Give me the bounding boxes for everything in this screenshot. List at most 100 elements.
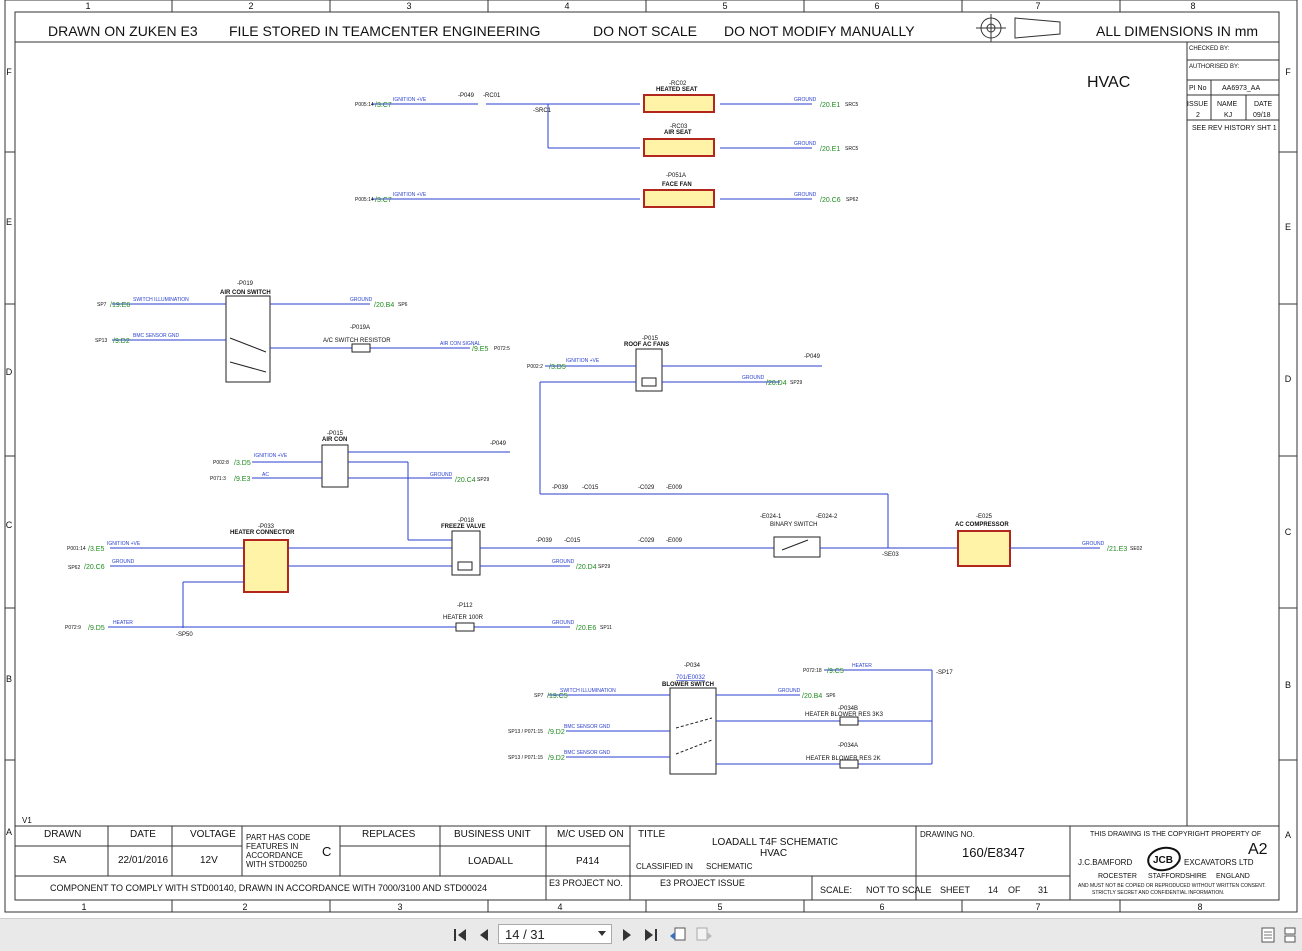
- previous-page-button[interactable]: [474, 925, 494, 945]
- svg-text:8: 8: [1190, 1, 1195, 11]
- svg-text:HEATER: HEATER: [113, 620, 133, 626]
- svg-text:P002:2: P002:2: [527, 364, 543, 370]
- svg-text:IGNITION +VE: IGNITION +VE: [393, 192, 427, 198]
- svg-text:GROUND: GROUND: [1082, 541, 1105, 547]
- svg-text:/9.E5: /9.E5: [472, 346, 488, 353]
- chevron-down-icon: [598, 931, 606, 936]
- svg-text:/9.D2: /9.D2: [113, 338, 130, 345]
- svg-text:F: F: [6, 67, 12, 77]
- svg-text:V1: V1: [22, 816, 32, 825]
- svg-text:REPLACES: REPLACES: [362, 829, 416, 840]
- go-back-view-button[interactable]: [668, 925, 688, 945]
- svg-text:/3.C7: /3.C7: [375, 102, 392, 109]
- continuous-page-icon: [1284, 927, 1296, 943]
- svg-text:/19.C5: /19.C5: [547, 693, 568, 700]
- svg-text:SP6: SP6: [826, 693, 836, 699]
- svg-text:D: D: [1285, 374, 1292, 384]
- svg-text:F: F: [1285, 67, 1291, 77]
- svg-text:-P034: -P034: [684, 663, 701, 669]
- svg-text:4: 4: [557, 902, 562, 912]
- svg-text:C: C: [6, 520, 13, 530]
- svg-text:P002:8: P002:8: [213, 460, 229, 466]
- air-con-switch-label: AIR CON SWITCH: [220, 290, 271, 296]
- revision-box: CHECKED BY: AUTHORISED BY: PI No AA6973_…: [1187, 46, 1279, 132]
- header-dimensions: ALL DIMENSIONS IN mm: [1096, 23, 1258, 39]
- svg-text:GROUND: GROUND: [552, 559, 575, 565]
- svg-text:SWITCH ILLUMINATION: SWITCH ILLUMINATION: [560, 688, 616, 694]
- svg-text:STRICTLY SECRET AND CONFIDENTI: STRICTLY SECRET AND CONFIDENTIAL INFORMA…: [1092, 890, 1224, 896]
- continuous-view-button[interactable]: [1280, 925, 1300, 945]
- svg-text:B: B: [1285, 680, 1291, 690]
- single-page-view-button[interactable]: [1258, 925, 1278, 945]
- svg-text:CHECKED BY:: CHECKED BY:: [1189, 46, 1230, 52]
- svg-text:22/01/2016: 22/01/2016: [118, 855, 168, 866]
- header-no-scale: DO NOT SCALE: [593, 23, 697, 39]
- svg-text:C: C: [1285, 527, 1292, 537]
- svg-text:/9.D2: /9.D2: [548, 755, 565, 762]
- ac-compressor-label: AC COMPRESSOR: [955, 522, 1009, 528]
- svg-text:GROUND: GROUND: [794, 192, 817, 198]
- next-page-button[interactable]: [617, 925, 637, 945]
- first-page-button[interactable]: [450, 925, 470, 945]
- previous-view-icon: [670, 927, 686, 941]
- svg-text:-P015: -P015: [642, 336, 659, 342]
- p034-blower-switch: [669, 687, 717, 775]
- svg-text:P071:3: P071:3: [210, 476, 226, 482]
- svg-text:A: A: [6, 827, 12, 837]
- page-number-select[interactable]: 14 / 31: [498, 924, 612, 944]
- last-page-button[interactable]: [641, 925, 661, 945]
- grid-column-ticks: [5, 0, 1297, 912]
- svg-text:-E009: -E009: [666, 485, 683, 491]
- svg-text:B: B: [6, 674, 12, 684]
- svg-text:SP6: SP6: [398, 302, 408, 308]
- svg-text:-C015: -C015: [582, 485, 599, 491]
- p019-air-con-switch: [225, 295, 271, 383]
- rc03-label: AIR SEAT: [664, 130, 692, 136]
- svg-text:-E024-2: -E024-2: [816, 514, 838, 520]
- svg-text:KJ: KJ: [1224, 112, 1232, 119]
- svg-text:GROUND: GROUND: [552, 620, 575, 626]
- svg-text:-SE03: -SE03: [882, 552, 899, 558]
- svg-text:SCALE:: SCALE:: [820, 885, 852, 895]
- svg-text:SP29: SP29: [790, 380, 802, 386]
- roof-ac-fans-label: ROOF AC FANS: [624, 342, 669, 348]
- svg-text:P414: P414: [576, 856, 600, 867]
- svg-text:5: 5: [717, 902, 722, 912]
- svg-text:5: 5: [722, 1, 727, 11]
- svg-text:-P019: -P019: [237, 281, 254, 287]
- blower-switch-label: BLOWER SWITCH: [662, 682, 714, 688]
- svg-text:HVAC: HVAC: [760, 848, 787, 859]
- ac-switch-resistor-label: A/C SWITCH RESISTOR: [323, 338, 391, 344]
- svg-text:LOADALL: LOADALL: [468, 856, 513, 867]
- first-page-icon: [454, 929, 466, 941]
- go-forward-view-button[interactable]: [694, 925, 714, 945]
- svg-text:-P034A: -P034A: [838, 743, 858, 749]
- svg-text:IGNITION +VE: IGNITION +VE: [107, 541, 141, 547]
- svg-text:GROUND: GROUND: [350, 297, 373, 303]
- drawing-number: 160/E8347: [962, 845, 1025, 860]
- svg-text:A2: A2: [1248, 841, 1268, 858]
- svg-text:FEATURES IN: FEATURES IN: [246, 842, 299, 851]
- svg-text:2: 2: [1196, 112, 1200, 119]
- svg-text:-SRC1: -SRC1: [533, 108, 552, 114]
- svg-text:DRAWN: DRAWN: [44, 829, 81, 840]
- svg-text:-P049: -P049: [490, 441, 507, 447]
- svg-text:-E024-1: -E024-1: [760, 514, 782, 520]
- svg-text:M/C USED ON: M/C USED ON: [557, 829, 624, 840]
- p015-roof-ac-fans: [635, 348, 663, 392]
- svg-text:-C015: -C015: [564, 538, 581, 544]
- svg-text:IGNITION +VE: IGNITION +VE: [393, 97, 427, 103]
- svg-text:6: 6: [879, 902, 884, 912]
- svg-text:31: 31: [1038, 885, 1048, 895]
- air-con-label: AIR CON: [322, 437, 347, 443]
- svg-text:/20.C6: /20.C6: [84, 564, 105, 571]
- single-page-icon: [1261, 927, 1275, 943]
- svg-text:P072:9: P072:9: [65, 625, 81, 631]
- svg-text:3: 3: [406, 1, 411, 11]
- projection-symbol-icon: [976, 14, 1061, 42]
- svg-text:/9.D2: /9.D2: [548, 729, 565, 736]
- schematic-body: P005:14 /3.C7 IGNITION +VE -P049 -RC01 -…: [65, 81, 1142, 775]
- svg-text:4: 4: [564, 1, 569, 11]
